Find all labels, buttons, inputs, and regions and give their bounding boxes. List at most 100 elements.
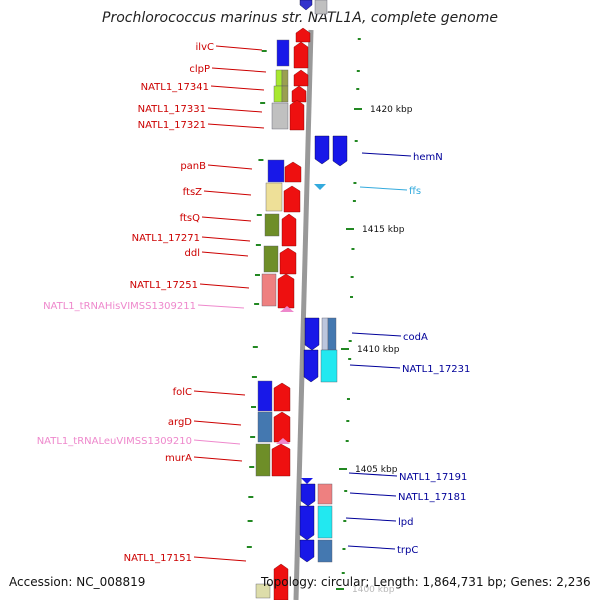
scale-label-1: 1420 kbp [370,105,413,115]
tick-mark-left [249,466,255,468]
genome-title: Prochlorococcus marinus str. NATL1A, com… [102,10,498,26]
genome-axis [293,29,314,600]
left-gene-label-NATL1_17341: NATL1_17341 [141,82,209,93]
left-leader-line [203,190,252,196]
gene-murA [255,443,271,477]
tick-mark-right [341,572,345,574]
gene-arrow-folC [273,382,291,412]
tick-mark-right [342,548,346,550]
gene-lpd [317,505,333,539]
left-gene-label-ftsQ: ftsQ [180,213,200,224]
right-gene-label-ffs: ffs [409,186,421,197]
right-gene-label-NATL1_17181: NATL1_17181 [398,492,466,503]
tick-mark-left [251,376,257,378]
tick-mark-right [352,200,356,202]
left-gene-label-NATL1_17321: NATL1_17321 [138,120,206,131]
gene-clpP-a [275,69,283,87]
gene-arrow-17151 [273,563,289,600]
gene-arrow-argD [273,411,291,443]
scale-label-4: 1405 kbp [355,465,398,475]
gene-arrow-17181 [300,483,316,507]
gene-arrow-17341 [291,85,307,103]
right-leader-line [347,545,396,550]
left-leader-line [193,439,241,445]
trna-his-marker [280,306,294,312]
left-gene-label-panB: panB [180,161,206,172]
tick-mark-right [350,276,354,278]
left-leader-line [211,67,267,73]
scale-tick [346,228,354,230]
tick-mark-left [260,102,266,104]
tick-mark-right [354,140,358,142]
gene-bottom-left [255,583,271,599]
left-leader-line [201,216,252,222]
left-leader-line [201,251,249,257]
gene-ddl [263,245,279,273]
left-leader-line [199,283,250,289]
tick-mark-right [345,440,349,442]
gene-NATL1_17181 [317,483,333,505]
gene-argD [257,411,273,443]
left-leader-line [197,304,245,309]
tick-mark-left [261,50,267,52]
left-leader-line [193,456,243,462]
tick-mark-left [254,274,260,276]
left-gene-label-NATL1_tRNAHisVIMSS1309211: NATL1_tRNAHisVIMSS1309211 [43,301,196,312]
left-leader-line [207,164,253,170]
scale-tick [354,108,362,110]
gene-folC [257,380,273,412]
left-gene-label-murA: murA [165,453,192,464]
tick-mark-left [247,520,253,522]
tick-mark-left [256,214,262,216]
gene-clpP-b [281,69,289,87]
scale-label-2: 1415 kbp [362,225,405,235]
tick-mark-right [351,248,355,250]
gene-ftsZ [265,182,283,212]
left-gene-label-ftsZ: ftsZ [183,187,202,198]
tick-mark-left [252,346,258,348]
gene-NATL1_17331 [271,102,289,130]
gene-arrow-17231 [303,349,319,383]
left-leader-line [215,45,263,51]
gene-NATL1_17341-a [273,85,283,103]
tick-mark-right [348,340,352,342]
tick-mark-left [251,406,257,408]
gene-arrow-lpd [299,505,315,541]
left-gene-label-folC: folC [173,387,192,398]
scale-tick [341,348,349,350]
right-gene-label-NATL1_17231: NATL1_17231 [402,364,470,375]
gene-arrow-top [295,27,311,43]
gene-top-right [299,0,313,11]
gene-arrow-ftsZ [283,185,301,213]
right-leader-line [349,492,397,497]
gene-NATL1_17251 [261,273,277,307]
gene-arrow-17321 [289,99,305,131]
gene-arrow-ddl [279,247,297,275]
tick-mark-right [350,296,354,298]
tick-mark-right [348,358,352,360]
right-leader-line [359,186,408,191]
tick-mark-right [357,38,361,40]
left-gene-label-NATL1_17331: NATL1_17331 [138,104,206,115]
gene-17191-marker [301,478,313,484]
left-gene-label-NATL1_tRNALeuVIMSS1309210: NATL1_tRNALeuVIMSS1309210 [37,436,192,447]
gene-arrow-hemN-b [332,135,348,167]
right-leader-line [348,472,398,477]
left-gene-label-ddl: ddl [185,248,200,259]
tick-mark-right [356,70,360,72]
right-leader-line [351,332,402,337]
scale-tick [339,468,347,470]
right-leader-line [345,517,397,522]
gene-arrow-codA [304,317,320,351]
left-leader-line [193,556,247,562]
scale-label-3: 1410 kbp [357,345,400,355]
gene-arrow-trpC [299,539,315,563]
gene-arrow-panB [284,161,302,183]
right-leader-line [349,364,401,369]
tick-mark-right [343,520,347,522]
left-gene-label-NATL1_17251: NATL1_17251 [130,280,198,291]
left-gene-label-NATL1_17151: NATL1_17151 [124,553,192,564]
left-leader-line [201,236,251,242]
scale-tick [336,588,344,590]
genome-summary: Topology: circular; Length: 1,864,731 bp… [261,575,591,589]
